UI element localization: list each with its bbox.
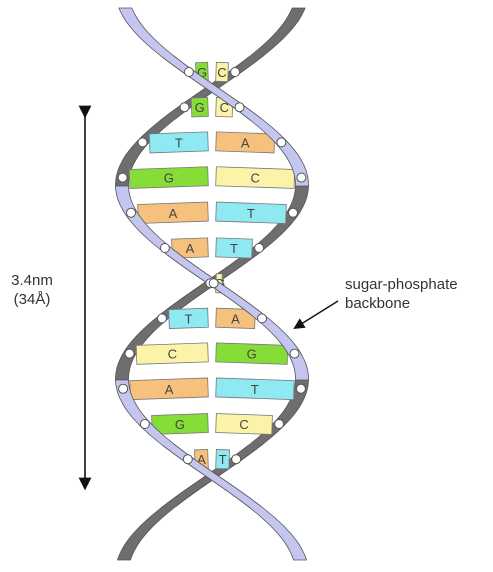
base-G-letter: G — [195, 100, 205, 115]
base-T-letter: T — [247, 206, 255, 221]
backbone-label-line1: sugar-phosphate — [345, 275, 458, 294]
pitch-angstrom: (34Å) — [10, 290, 54, 309]
pitch-nm: 3.4nm — [10, 271, 54, 290]
backbone-pointer-arrow — [298, 301, 338, 326]
phosphate-node — [209, 279, 218, 288]
phosphate-node — [232, 455, 241, 464]
base-A-letter: A — [169, 206, 178, 221]
phosphate-node — [127, 208, 136, 217]
base-T-letter: T — [251, 382, 259, 397]
phosphate-node — [289, 208, 298, 217]
phosphate-node — [138, 138, 147, 147]
base-G-letter: G — [164, 171, 174, 186]
phosphate-node — [296, 384, 305, 393]
base-C-letter: C — [168, 347, 177, 362]
base-A-letter: A — [186, 241, 195, 256]
phosphate-node — [258, 314, 267, 323]
backbone-label-line2: backbone — [345, 294, 458, 313]
phosphate-node — [119, 384, 128, 393]
phosphate-node — [118, 173, 127, 182]
base-C-letter: C — [239, 417, 248, 432]
base-A-letter: A — [241, 135, 250, 150]
base-T-letter: T — [185, 311, 193, 326]
base-T-letter: T — [230, 241, 238, 256]
phosphate-node — [180, 103, 189, 112]
base-G-letter: G — [247, 347, 257, 362]
base-T-letter: T — [175, 135, 183, 150]
phosphate-node — [158, 314, 167, 323]
base-T-letter: T — [219, 452, 227, 467]
phosphate-node — [140, 420, 149, 429]
phosphate-node — [183, 455, 192, 464]
base-A-letter: A — [231, 311, 240, 326]
phosphate-node — [290, 349, 299, 358]
phosphate-node — [275, 420, 284, 429]
phosphate-node — [277, 138, 286, 147]
base-C-letter: C — [217, 65, 226, 80]
base-A-letter: A — [165, 382, 174, 397]
phosphate-node — [255, 244, 264, 253]
base-C-letter: C — [251, 171, 260, 186]
phosphate-node — [160, 244, 169, 253]
phosphate-node — [235, 103, 244, 112]
base-G-letter: G — [175, 417, 185, 432]
phosphate-node — [231, 68, 240, 77]
backbone-label: sugar-phosphate backbone — [345, 275, 458, 313]
phosphate-node — [125, 349, 134, 358]
phosphate-node — [184, 68, 193, 77]
helix-pitch-label: 3.4nm (34Å) — [10, 271, 54, 309]
phosphate-node — [297, 173, 306, 182]
